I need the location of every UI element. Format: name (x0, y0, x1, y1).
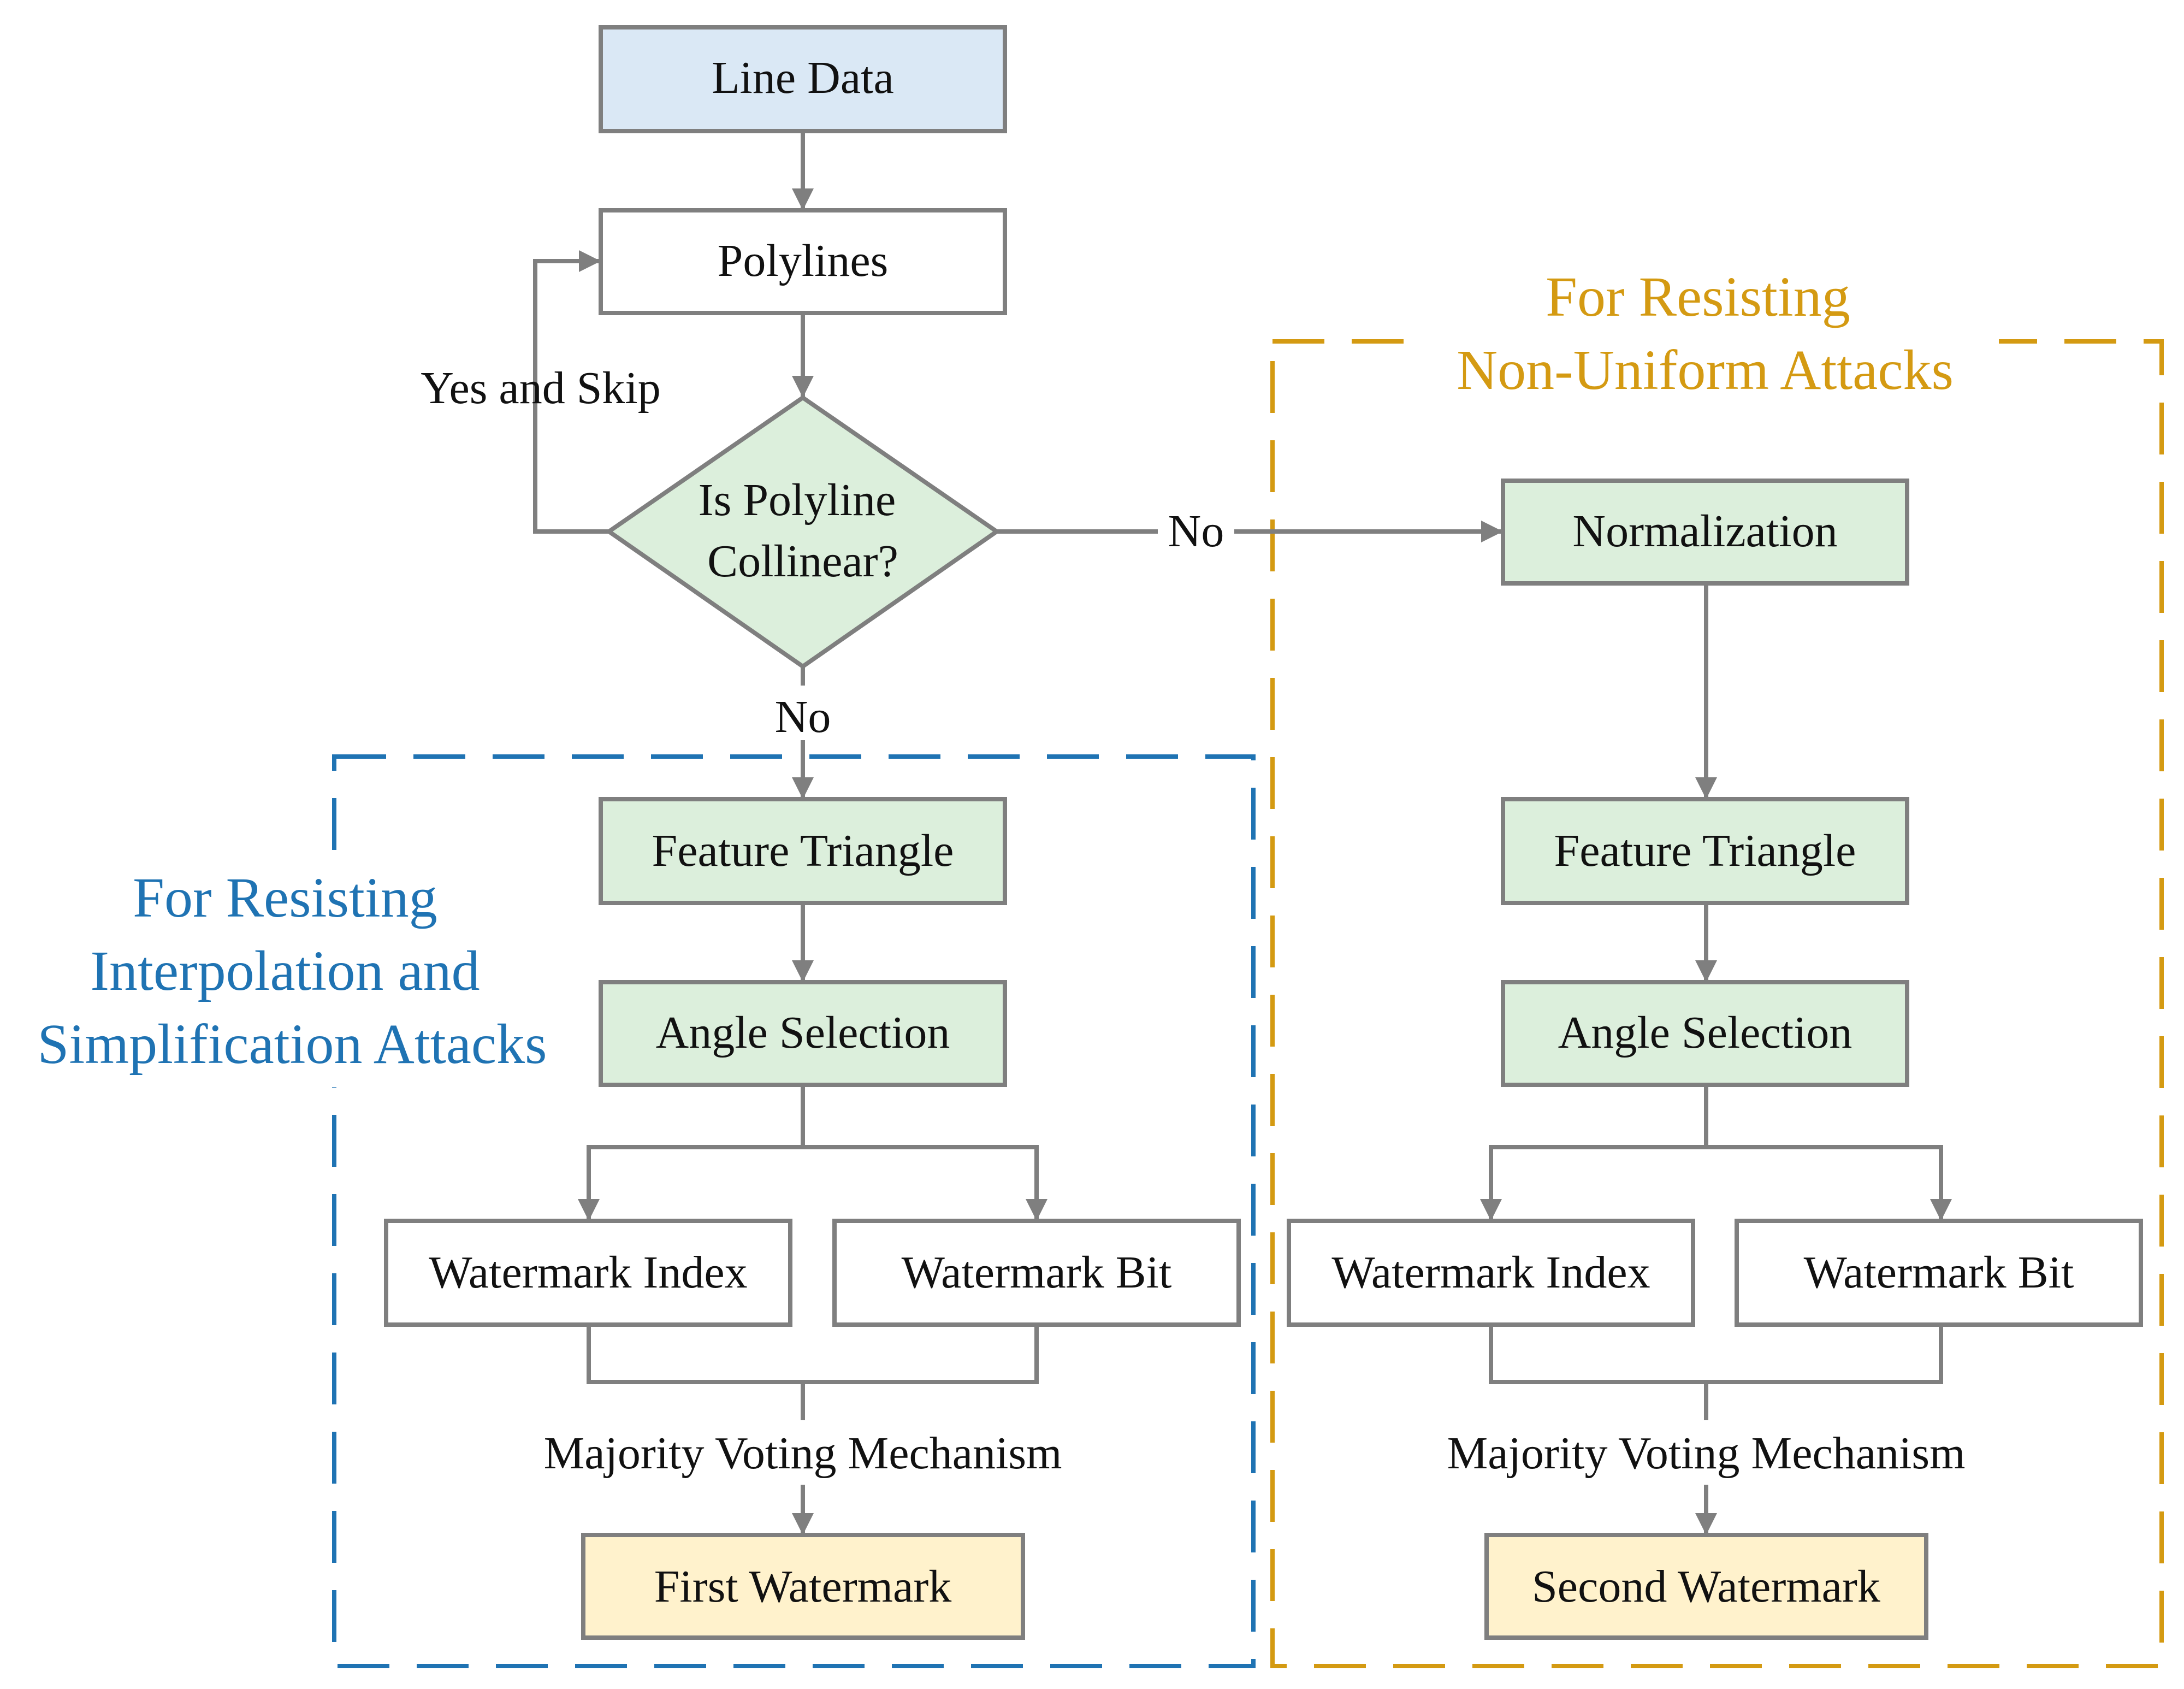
svg-text:Angle Selection: Angle Selection (656, 1007, 950, 1058)
node-normalization: Normalization (1501, 479, 1909, 586)
node-left-angle-selection: Angle Selection (599, 980, 1007, 1087)
left-region-boundary (332, 754, 1256, 1668)
node-second-watermark: Second Watermark (1484, 1533, 1928, 1640)
no-right-label-backdrop (1158, 505, 1234, 557)
svg-text:Angle Selection: Angle Selection (1558, 1007, 1852, 1058)
node-left-watermark-index: Watermark Index (384, 1219, 792, 1327)
left-region-title: For Resisting Interpolation and Simplifi… (37, 866, 547, 1076)
svg-text:Normalization: Normalization (1572, 506, 1837, 557)
edge-label-no-right: No (1168, 506, 1224, 557)
edge-left-angle-split (578, 1085, 805, 1221)
node-first-watermark: First Watermark (581, 1533, 1025, 1640)
edge-right-merge (1489, 1325, 1943, 1384)
node-right-watermark-bit: Watermark Bit (1735, 1219, 2143, 1327)
left-title-backdrop (11, 852, 573, 1087)
node-decision-collinear: Is Polyline Collinear? (605, 395, 1001, 669)
svg-text:Watermark Index: Watermark Index (1331, 1247, 1650, 1298)
svg-text:Polylines: Polylines (718, 235, 889, 286)
node-right-angle-selection: Angle Selection (1501, 980, 1909, 1087)
edge-left-merge (587, 1325, 1039, 1384)
edge-label-no-down: No (775, 692, 831, 742)
node-left-watermark-bit: Watermark Bit (832, 1219, 1241, 1327)
svg-text:Feature Triangle: Feature Triangle (1554, 825, 1856, 876)
node-line-data: Line Data (599, 25, 1007, 133)
right-region-title: For Resisting Non-Uniform Attacks (1457, 265, 1954, 401)
node-right-feature-triangle: Feature Triangle (1501, 797, 1909, 905)
edge-right-angle-split (1480, 1085, 1708, 1221)
right-voting-label: Majority Voting Mechanism (1447, 1428, 1966, 1479)
no-down-label-backdrop (765, 686, 841, 740)
svg-text:Watermark Bit: Watermark Bit (902, 1247, 1172, 1298)
edge-left-angle-split-right (803, 1145, 1047, 1221)
node-left-feature-triangle: Feature Triangle (599, 797, 1007, 905)
node-right-watermark-index: Watermark Index (1287, 1219, 1695, 1327)
node-polylines: Polylines (599, 208, 1007, 315)
svg-text:First Watermark: First Watermark (654, 1561, 952, 1612)
right-title-backdrop (1420, 257, 1999, 415)
svg-text:Line Data: Line Data (712, 52, 894, 103)
edge-yes-skip-loop (533, 250, 609, 534)
edge-label-yes-skip: Yes and Skip (421, 363, 661, 414)
svg-text:Watermark Bit: Watermark Bit (1804, 1247, 2074, 1298)
left-voting-label: Majority Voting Mechanism (544, 1428, 1062, 1479)
svg-text:Is Polyline Collinear?: Is Polyline Collinear? (699, 475, 908, 587)
svg-text:Feature Triangle: Feature Triangle (652, 825, 954, 876)
edge-right-angle-split-right (1706, 1145, 1952, 1221)
svg-text:Watermark Index: Watermark Index (429, 1247, 747, 1298)
svg-text:Second Watermark: Second Watermark (1532, 1561, 1880, 1612)
